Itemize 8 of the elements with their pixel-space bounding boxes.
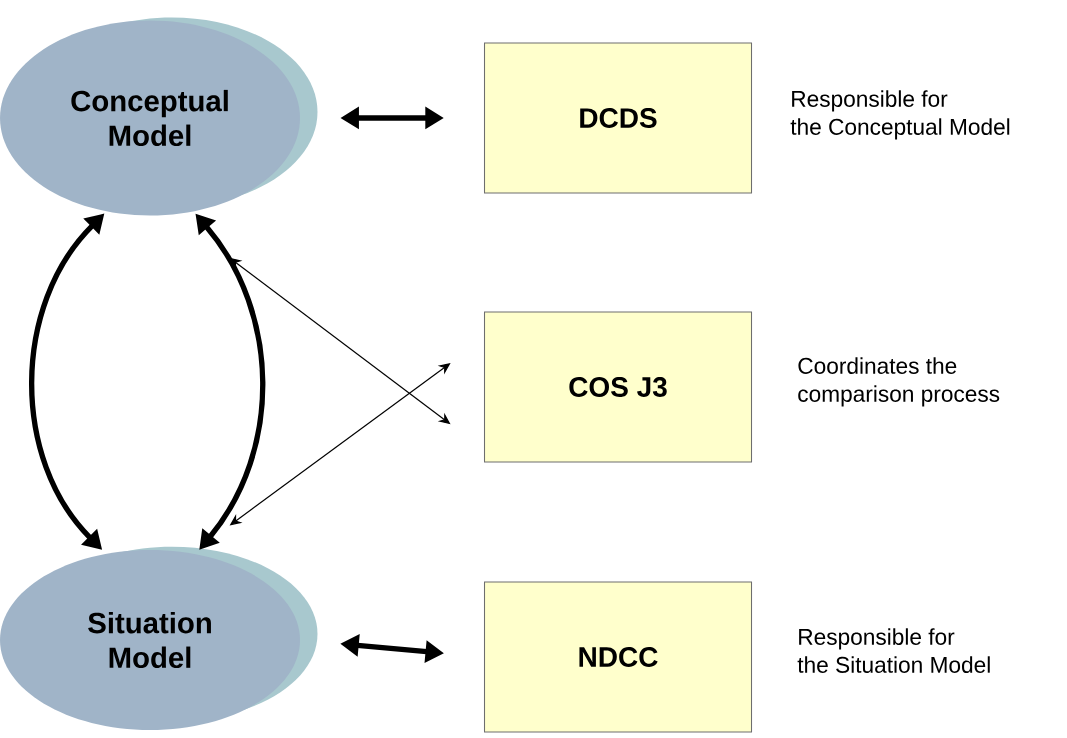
ellipse-node: Situation Model xyxy=(0,546,318,730)
process-box: COS J3 xyxy=(483,311,753,463)
note: Responsible for the Situation Model xyxy=(797,628,990,673)
note: Responsible for the Conceptual Model xyxy=(790,90,1010,140)
ellipse-node: Conceptual Model xyxy=(0,17,318,216)
process-box: DCDS xyxy=(483,42,753,194)
note: Coordinates the comparison process xyxy=(798,357,1000,407)
process-box: NDCC xyxy=(483,581,753,733)
